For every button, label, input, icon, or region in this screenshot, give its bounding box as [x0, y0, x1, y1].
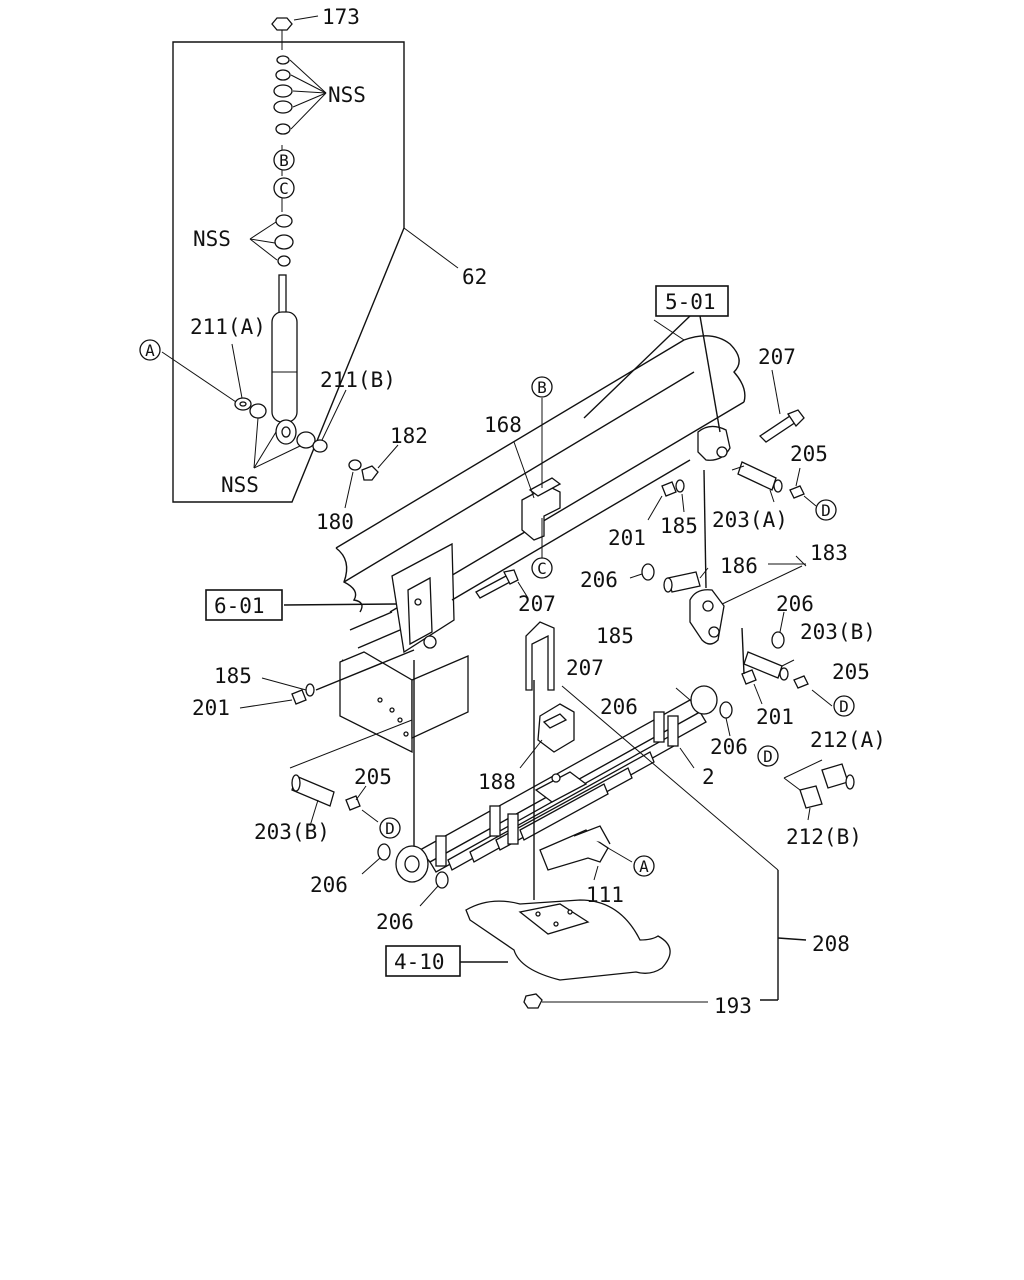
label-182: 182: [390, 424, 428, 448]
circle-letter-B-frame: B: [531, 376, 553, 398]
svg-text:4-10: 4-10: [394, 950, 445, 974]
svg-text:A: A: [145, 341, 155, 360]
label-211b: 211(B): [320, 368, 396, 392]
label-201-right: 201: [756, 705, 794, 729]
label-201-upper: 201: [608, 526, 646, 550]
circle-letter-C-frame: C: [531, 557, 553, 579]
front-hanger-fasteners: [239, 459, 691, 907]
label-205-left: 205: [354, 765, 392, 789]
label-185-upper: 185: [660, 514, 698, 538]
svg-text:C: C: [279, 179, 289, 198]
svg-text:D: D: [385, 819, 395, 838]
label-206-right-lower: 206: [710, 735, 748, 759]
label-211a: 211(A): [190, 315, 266, 339]
svg-text:B: B: [537, 378, 547, 397]
label-62: 62: [462, 265, 487, 289]
label-193: 193: [714, 994, 752, 1018]
label-183: 183: [810, 541, 848, 565]
circle-letter-D-left: D: [379, 817, 401, 839]
label-nss-top: NSS: [328, 83, 366, 107]
circle-letter-B-shock: B: [273, 149, 295, 171]
svg-text:A: A: [639, 857, 649, 876]
label-205-upper: 205: [790, 442, 828, 466]
label-203a: 203(A): [712, 508, 788, 532]
front-axle: [460, 899, 708, 1009]
label-208: 208: [812, 932, 850, 956]
u-bolt-and-bumper: [519, 621, 807, 1001]
label-207-left: 207: [518, 592, 556, 616]
label-206-lower: 206: [376, 910, 414, 934]
label-168: 168: [484, 413, 522, 437]
label-185-mid: 185: [596, 624, 634, 648]
label-201-left: 201: [192, 696, 230, 720]
svg-text:5-01: 5-01: [665, 290, 716, 314]
svg-text:B: B: [279, 151, 289, 170]
rear-shackle-assembly: [583, 315, 855, 821]
label-212a: 212(A): [810, 728, 886, 752]
label-206-mid: 206: [600, 695, 638, 719]
label-207-right: 207: [758, 345, 796, 369]
leaf-spring: [395, 685, 718, 883]
label-180: 180: [316, 510, 354, 534]
label-186: 186: [720, 554, 758, 578]
label-206-upper: 206: [580, 568, 618, 592]
label-188: 188: [478, 770, 516, 794]
ref-box-4-10: 4-10: [385, 945, 461, 977]
circle-letter-A-left: A: [139, 339, 161, 361]
frame-rail: [283, 319, 746, 754]
label-nss-bottom: NSS: [221, 473, 259, 497]
label-nss-mid: NSS: [193, 227, 231, 251]
svg-text:D: D: [821, 501, 831, 520]
label-203b-right: 203(B): [800, 620, 876, 644]
svg-text:D: D: [839, 697, 849, 716]
hanger-bracket-168: [513, 398, 562, 558]
label-185-left: 185: [214, 664, 252, 688]
label-207-mid: 207: [566, 656, 604, 680]
svg-text:C: C: [537, 559, 547, 578]
svg-text:D: D: [763, 747, 773, 766]
label-206-left: 206: [310, 873, 348, 897]
label-111: 111: [586, 883, 624, 907]
label-205-right: 205: [832, 660, 870, 684]
ref-box-5-01: 5-01: [655, 285, 729, 317]
circle-letter-A-bracket: A: [633, 855, 655, 877]
circle-letter-D-right: D: [833, 695, 855, 717]
label-206-right: 206: [776, 592, 814, 616]
ref-box-6-01: 6-01: [205, 589, 283, 621]
label-173: 173: [322, 5, 360, 29]
label-212b: 212(B): [786, 825, 862, 849]
shock-bracket-111: [539, 825, 633, 881]
circle-letter-D-fitting: D: [757, 745, 779, 767]
circle-letter-C-shock: C: [273, 177, 295, 199]
label-2: 2: [702, 765, 715, 789]
label-203b-left: 203(B): [254, 820, 330, 844]
circle-letter-D-upper: D: [815, 499, 837, 521]
svg-text:6-01: 6-01: [214, 594, 265, 618]
